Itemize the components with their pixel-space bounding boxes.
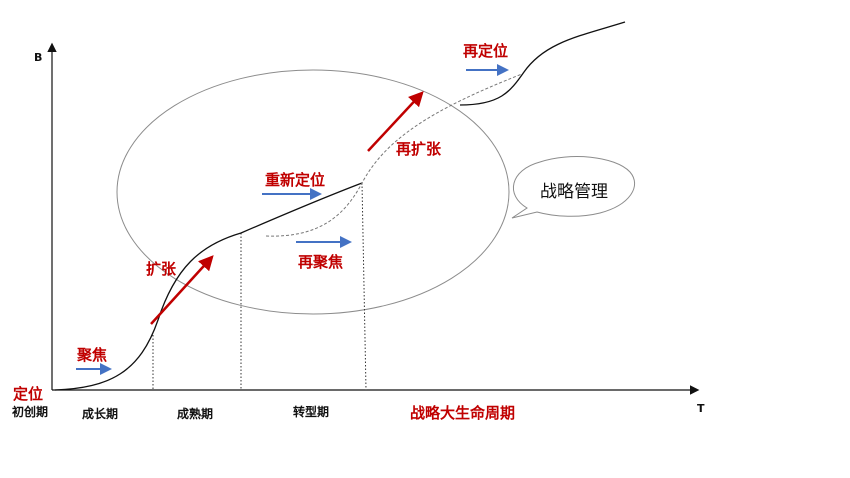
reexpand-arrow <box>367 91 424 152</box>
lifecycle-title: 战略大生命周期 <box>410 404 515 422</box>
label-focus: 聚焦 <box>76 346 107 364</box>
stage-startup: 初创期 <box>12 404 48 419</box>
label-refocus: 再聚焦 <box>298 253 343 271</box>
stage-maturity: 成熟期 <box>177 406 213 421</box>
label-expand: 扩张 <box>146 260 177 278</box>
callout-text: 战略管理 <box>540 182 608 202</box>
y-axis-label: B <box>34 51 42 64</box>
label-reexpand: 再扩张 <box>396 140 442 158</box>
stage-divider <box>361 182 367 391</box>
refocus-dashed-curve <box>265 73 523 237</box>
stage-transformation: 转型期 <box>293 404 329 419</box>
label-reposition: 重新定位 <box>265 171 325 189</box>
lifecycle-curve <box>54 182 363 391</box>
label-position: 定位 <box>13 385 43 403</box>
label-reposition-again: 再定位 <box>463 42 508 60</box>
x-axis-label: T <box>697 402 705 415</box>
stage-growth: 成长期 <box>82 406 118 421</box>
new-lifecycle-curve <box>459 21 626 106</box>
strategy-management-ellipse <box>116 69 510 315</box>
expand-arrow <box>150 255 214 325</box>
callout-bubble <box>511 156 636 219</box>
